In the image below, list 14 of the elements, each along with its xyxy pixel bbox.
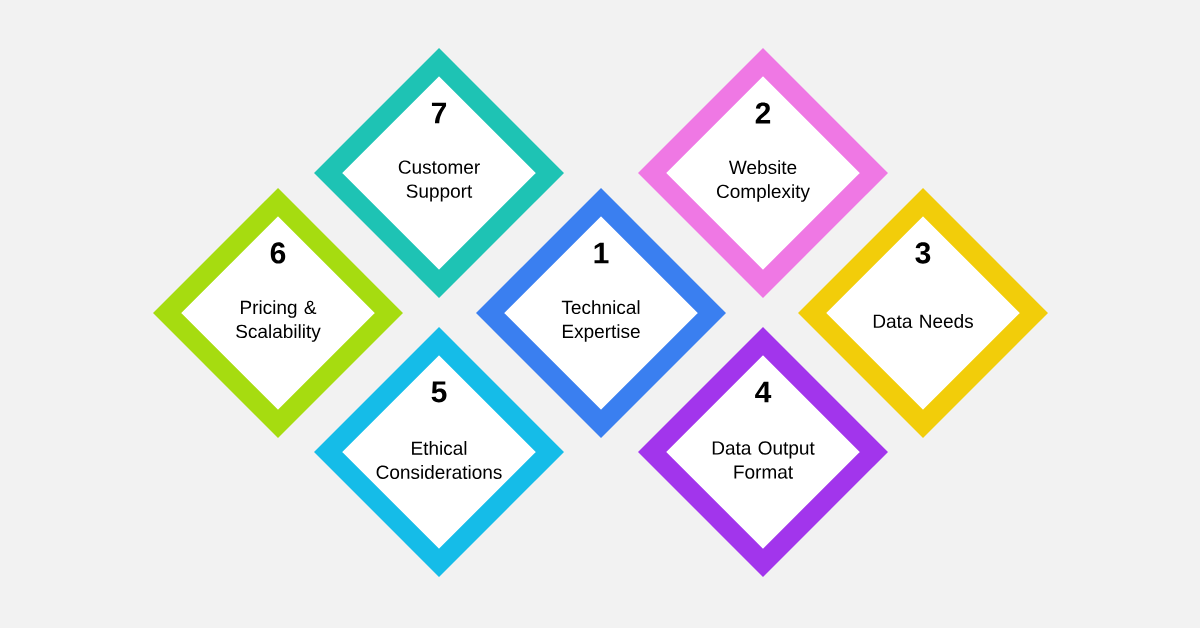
- step-number: 5: [431, 381, 447, 403]
- step-label: Data Needs: [873, 314, 973, 328]
- step-number: 4: [755, 381, 772, 403]
- step-label: Pricing & Scalability: [236, 300, 321, 342]
- step-label: Ethical Considerations: [376, 441, 502, 479]
- step-number: 3: [915, 242, 931, 264]
- step-number: 2: [755, 102, 771, 124]
- step-number: 1: [594, 242, 609, 264]
- step-number: 7: [431, 102, 447, 124]
- step-label: Customer Support: [398, 160, 480, 202]
- step-number: 6: [270, 242, 286, 264]
- step-label: Data Output Format: [712, 441, 815, 479]
- step-label: Technical Expertise: [561, 300, 640, 342]
- step-label: Website Complexity: [717, 160, 810, 202]
